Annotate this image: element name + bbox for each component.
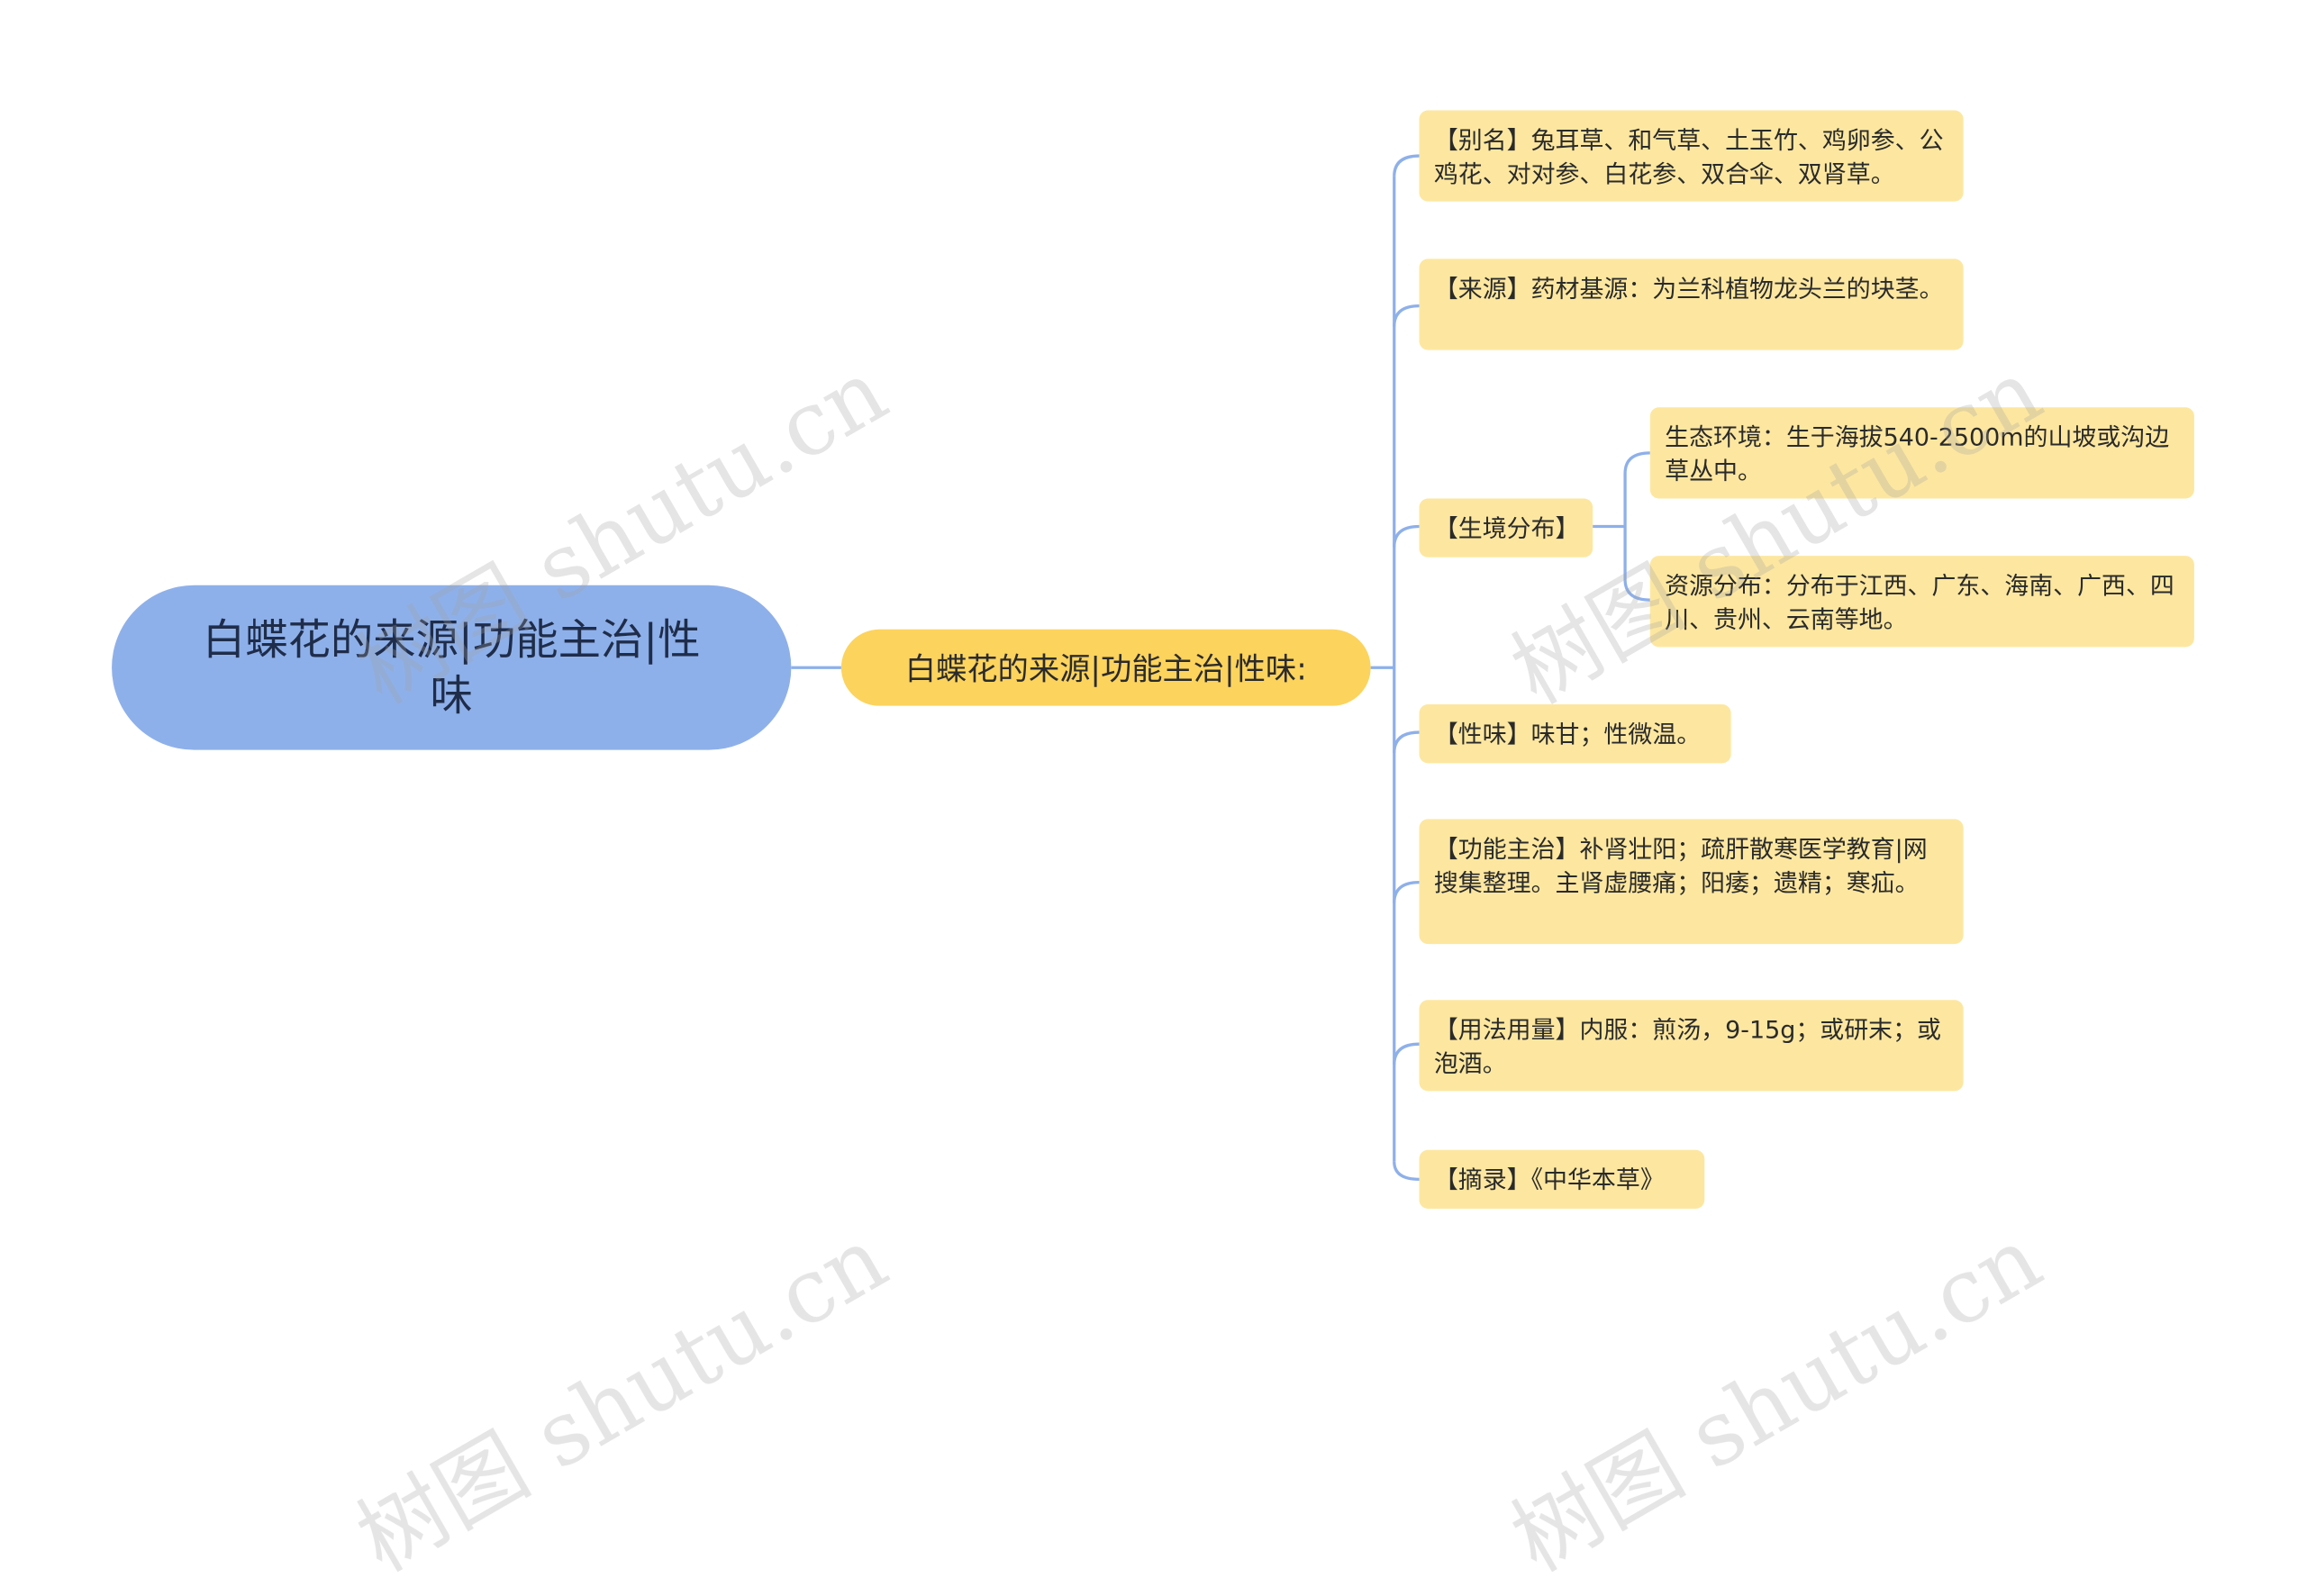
branch-excerpt-label: 【摘录】《中华本草》 bbox=[1433, 1165, 1665, 1194]
link-usage bbox=[1393, 1042, 1420, 1066]
branch-usage[interactable]: 【用法用量】内服：煎汤，9-15g；或研末；或泡酒。 bbox=[1419, 1000, 1964, 1092]
branch-source-label: 【来源】药材基源：为兰科植物龙头兰的块茎。 bbox=[1433, 275, 1944, 304]
root-topic-label: 白蝶花的来源|功能主治|性味 bbox=[202, 614, 701, 721]
link-source bbox=[1393, 304, 1420, 327]
branch-alias[interactable]: 【别名】兔耳草、和气草、土玉竹、鸡卵参、公鸡花、对对参、白花参、双合伞、双肾草。 bbox=[1419, 110, 1964, 202]
link-habitat bbox=[1393, 524, 1420, 548]
link-taste bbox=[1393, 730, 1420, 754]
branch-source[interactable]: 【来源】药材基源：为兰科植物龙头兰的块茎。 bbox=[1419, 258, 1964, 350]
habitat-environment[interactable]: 生态环境：生于海拔540-2500m的山坡或沟边草丛中。 bbox=[1649, 407, 2194, 499]
habitat-distribution-label: 资源分布：分布于江西、广东、海南、广西、四川、贵州、云南等地。 bbox=[1665, 572, 2174, 634]
root-topic[interactable]: 白蝶花的来源|功能主治|性味 bbox=[112, 585, 792, 750]
link-excerpt bbox=[1393, 1161, 1420, 1182]
main-topic-label: 白蝶花的来源|功能主治|性味: bbox=[904, 651, 1307, 687]
branch-usage-label: 【用法用量】内服：煎汤，9-15g；或研末；或泡酒。 bbox=[1433, 1016, 1941, 1078]
habitat-distribution[interactable]: 资源分布：分布于江西、广东、海南、广西、四川、贵州、云南等地。 bbox=[1649, 556, 2194, 648]
branch-habitat-label: 【生境分布】 bbox=[1433, 514, 1580, 543]
connector-lines bbox=[791, 154, 1650, 1182]
branch-taste[interactable]: 【性味】味甘；性微温。 bbox=[1419, 704, 1731, 764]
mind-map: 白蝶花的来源|功能主治|性味 白蝶花的来源|功能主治|性味: 【别名】兔耳草、和… bbox=[112, 110, 2194, 1592]
habitat-environment-label: 生态环境：生于海拔540-2500m的山坡或沟边草丛中。 bbox=[1665, 423, 2170, 485]
main-topic[interactable]: 白蝶花的来源|功能主治|性味: bbox=[840, 629, 1371, 706]
branch-habitat[interactable]: 【生境分布】 bbox=[1419, 498, 1593, 558]
branch-function-label: 【功能主治】补肾壮阳；疏肝散寒医学教育|网搜集整理。主肾虚腰痛；阳痿；遗精；寒疝… bbox=[1433, 835, 1928, 897]
branch-alias-label: 【别名】兔耳草、和气草、土玉竹、鸡卵参、公鸡花、对对参、白花参、双合伞、双肾草。 bbox=[1433, 126, 1944, 188]
branch-taste-label: 【性味】味甘；性微温。 bbox=[1433, 720, 1702, 749]
link-function bbox=[1393, 880, 1420, 903]
branch-excerpt[interactable]: 【摘录】《中华本草》 bbox=[1419, 1149, 1705, 1210]
branch-function[interactable]: 【功能主治】补肾壮阳；疏肝散寒医学教育|网搜集整理。主肾虚腰痛；阳痿；遗精；寒疝… bbox=[1419, 819, 1964, 945]
link-habitat-sub bbox=[1593, 451, 1650, 602]
link-alias bbox=[1393, 154, 1420, 177]
